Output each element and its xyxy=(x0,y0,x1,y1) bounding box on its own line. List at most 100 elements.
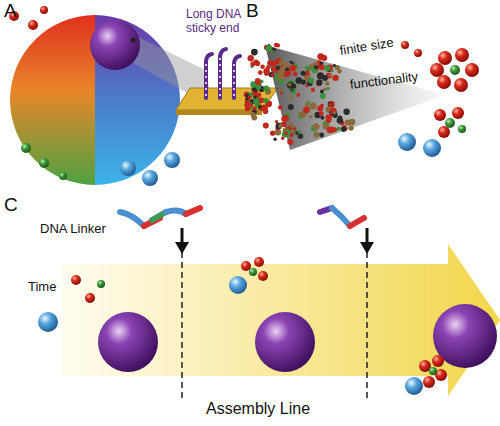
aggregate-particle xyxy=(324,65,330,71)
add-arrow-shaft xyxy=(181,228,184,244)
aggregate-particle xyxy=(298,112,302,116)
green-particle xyxy=(249,268,257,276)
aggregate-particle xyxy=(332,127,337,132)
axis-label: finite size xyxy=(339,36,395,59)
aggregate-particle xyxy=(284,131,288,135)
aggregate-particle xyxy=(271,50,274,53)
aggregate-particle xyxy=(313,123,320,130)
green-particle xyxy=(21,143,31,153)
aggregate-particle xyxy=(330,108,337,115)
aggregate-particle xyxy=(290,65,297,72)
red-particle xyxy=(437,75,451,89)
aggregate-particle xyxy=(275,70,278,73)
green-particle xyxy=(59,172,67,180)
aggregate-particle xyxy=(276,66,280,70)
aggregate-particle xyxy=(279,60,285,66)
assembly-arrow xyxy=(62,244,500,396)
red-particle xyxy=(434,109,446,121)
green-particle xyxy=(39,158,49,168)
aggregate-particle xyxy=(255,61,260,66)
aggregate-particle xyxy=(253,98,259,104)
item-label: DNA Linker xyxy=(40,222,106,237)
aggregate-particle xyxy=(337,69,342,74)
aggregate-particle xyxy=(278,105,282,109)
aggregate-particle xyxy=(248,96,252,100)
dna-linker-end xyxy=(186,208,200,214)
red-particle xyxy=(454,78,468,92)
aggregate-particle xyxy=(289,123,294,128)
red-particle xyxy=(452,107,464,119)
axis-label: Time xyxy=(28,280,56,295)
green-particle xyxy=(429,367,437,375)
anchor-dot xyxy=(131,38,136,43)
aggregate-particle xyxy=(274,43,279,48)
red-particle xyxy=(40,6,48,14)
aggregate-particle xyxy=(314,65,318,69)
red-particle xyxy=(254,257,264,267)
green-particle xyxy=(458,125,466,133)
aggregate-particle xyxy=(323,87,327,91)
aggregate-particle xyxy=(284,71,290,77)
red-particle xyxy=(414,49,422,57)
aggregate-particle xyxy=(263,86,269,92)
green-particle xyxy=(445,118,455,128)
aggregate-particle xyxy=(298,134,303,139)
dna-linker-end xyxy=(350,218,364,226)
aggregate-particle xyxy=(256,85,261,90)
aggregate-particle xyxy=(271,66,276,71)
aggregate-particle xyxy=(303,106,310,113)
aggregate-particle xyxy=(288,83,291,86)
aggregate-particle xyxy=(260,65,265,70)
aggregate-particle xyxy=(333,111,336,114)
aggregate-particle xyxy=(328,103,332,107)
purple-particle xyxy=(433,304,497,368)
dna-strand xyxy=(206,54,212,98)
callout-text: Long DNA sticky end xyxy=(186,8,268,36)
panel-letter: B xyxy=(246,0,259,22)
aggregate-particle xyxy=(308,78,314,84)
red-particle xyxy=(432,355,444,367)
panel-letter: A xyxy=(4,0,17,22)
aggregate-particle xyxy=(271,73,275,77)
trend-wedge xyxy=(265,45,445,150)
aggregate-particle xyxy=(311,88,315,92)
big-circle-left xyxy=(10,15,95,185)
blue-particle xyxy=(164,152,180,168)
aggregate-particle xyxy=(296,93,300,97)
red-particle xyxy=(241,261,251,271)
aggregate-particle xyxy=(317,53,324,60)
panel-letter: C xyxy=(4,194,18,216)
red-particle xyxy=(85,293,95,303)
aggregate-particle xyxy=(258,70,263,75)
aggregate-particle xyxy=(325,81,329,85)
aggregate-particle xyxy=(310,102,317,109)
red-particle xyxy=(71,275,81,285)
purple-particle xyxy=(255,312,315,372)
dna-strand-bases xyxy=(205,62,207,96)
aggregate-particle xyxy=(255,78,261,84)
aggregate-particle xyxy=(251,49,258,56)
aggregate-particle xyxy=(257,93,262,98)
red-particle xyxy=(430,63,444,77)
red-particle xyxy=(438,126,450,138)
axis-label: Assembly Line xyxy=(206,400,310,418)
green-particle xyxy=(450,65,460,75)
aggregate-particle xyxy=(287,82,294,89)
red-particle xyxy=(401,41,409,49)
dna-linker-strand xyxy=(332,208,350,226)
aggregate-particle xyxy=(319,65,325,71)
aggregate-particle xyxy=(293,72,298,77)
blue-particle xyxy=(38,312,58,332)
aggregate-particle xyxy=(261,105,268,112)
red-particle xyxy=(28,20,38,30)
aggregate-particle xyxy=(245,100,250,105)
blue-particle xyxy=(229,276,247,294)
aggregate-particle xyxy=(309,115,312,118)
stage-divider xyxy=(366,252,368,402)
blue-particle xyxy=(120,160,136,176)
aggregate-particle xyxy=(341,126,347,132)
aggregate-particle xyxy=(349,119,356,126)
aggregate-particle xyxy=(313,132,319,138)
